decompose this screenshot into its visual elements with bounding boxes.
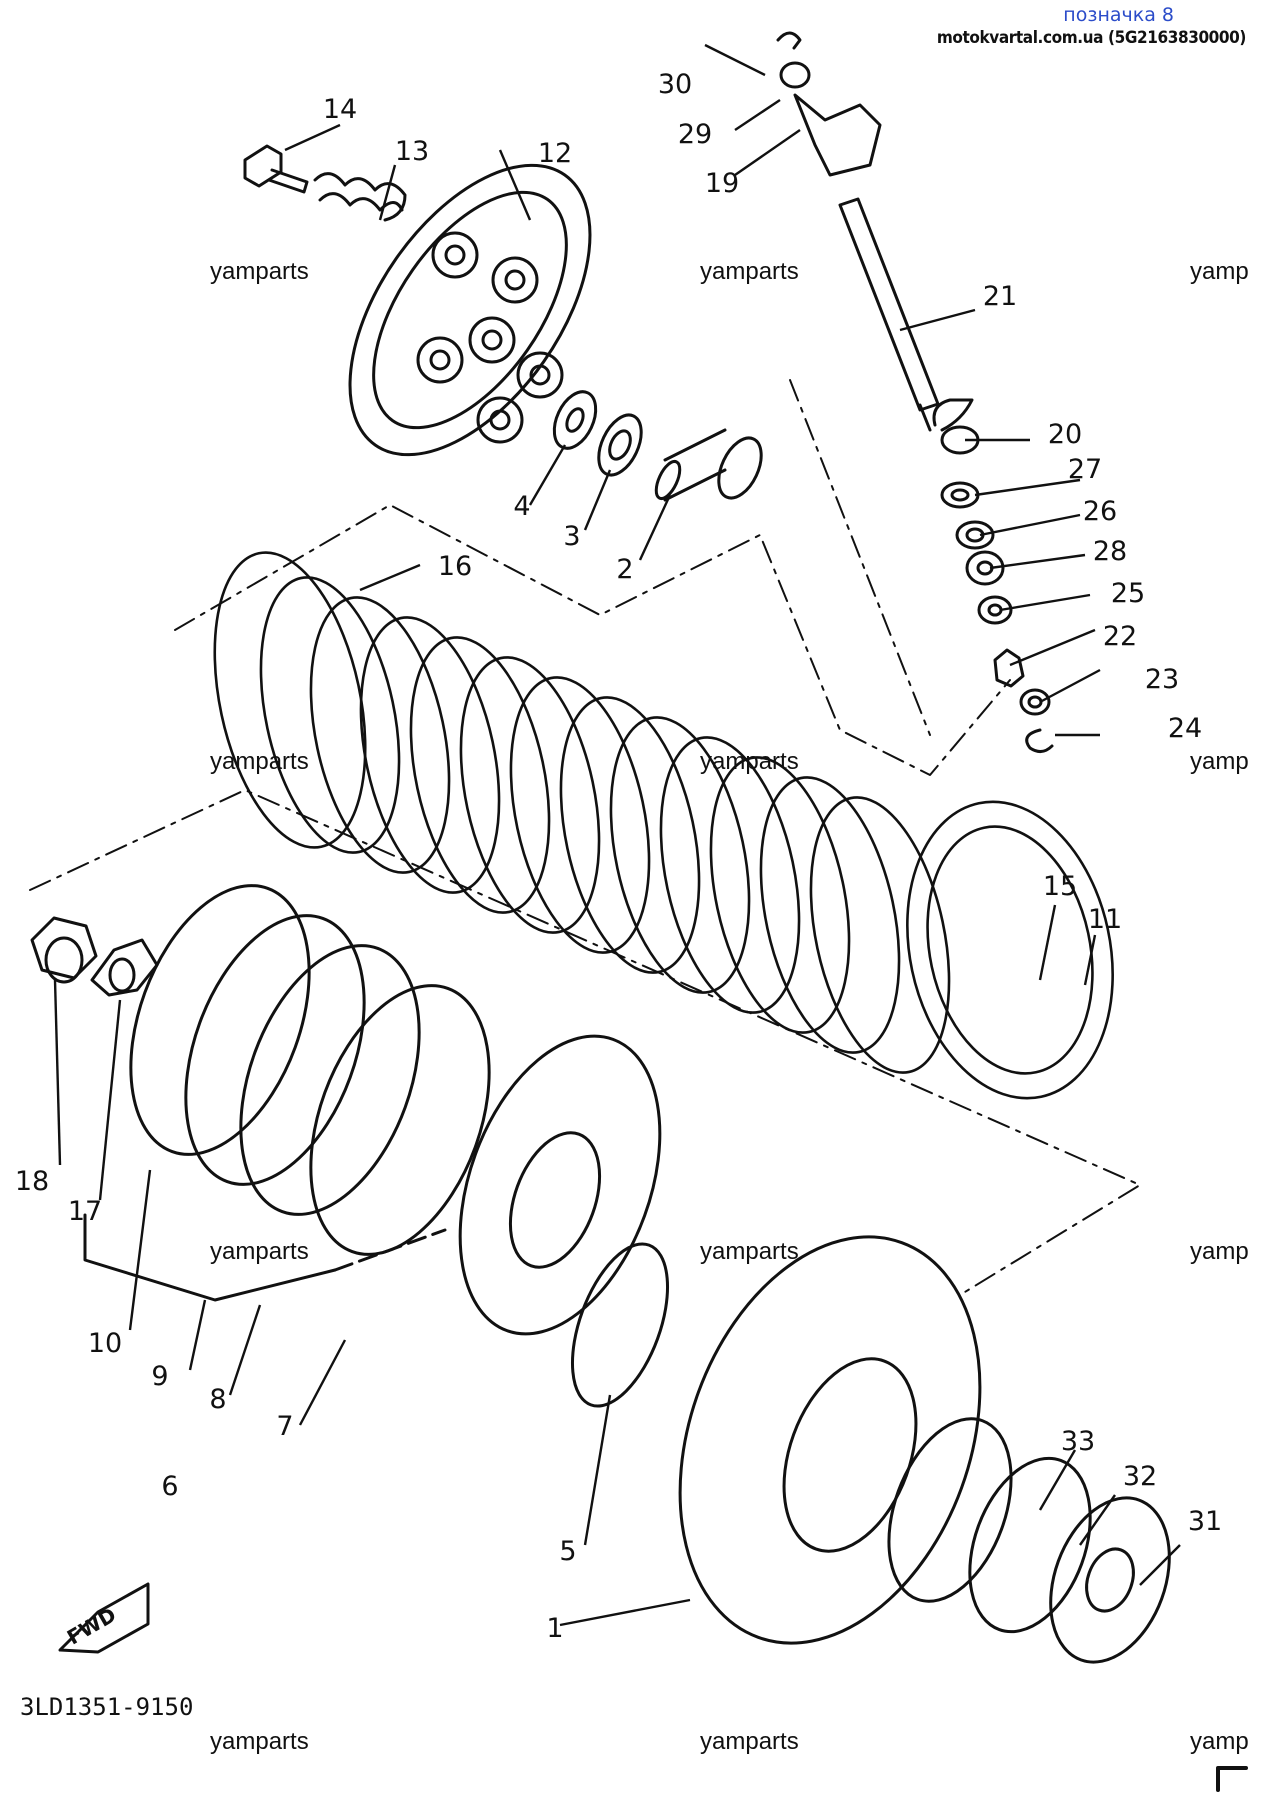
callout-23: 23 [1145, 664, 1179, 695]
callout-7: 7 [276, 1411, 293, 1442]
callout-27: 27 [1068, 454, 1102, 485]
watermark: yamparts [210, 1728, 309, 1755]
reference-code: 3LD1351-9150 [20, 1693, 194, 1721]
watermark: yamparts [210, 1238, 309, 1265]
watermark: yamparts [700, 258, 799, 285]
watermark: yamp [1190, 258, 1249, 285]
watermark: yamp [1190, 1238, 1249, 1265]
watermark: yamparts [210, 258, 309, 285]
watermark: yamparts [210, 748, 309, 775]
callout-9: 9 [151, 1361, 168, 1392]
callout-6: 6 [161, 1471, 178, 1502]
watermark: yamparts [700, 1728, 799, 1755]
callout-31: 31 [1188, 1506, 1222, 1537]
push-lever-shaft [776, 31, 940, 432]
callout-2: 2 [616, 554, 633, 585]
callout-4: 4 [513, 491, 530, 522]
callout-20: 20 [1048, 419, 1082, 450]
pressure-plate [348, 163, 592, 457]
callout-18: 18 [15, 1166, 49, 1197]
watermark: yamparts [700, 748, 799, 775]
callout-1: 1 [546, 1613, 563, 1644]
callout-12: 12 [538, 138, 572, 169]
callout-32: 32 [1123, 1461, 1157, 1492]
watermark: yamp [1190, 748, 1249, 775]
callout-26: 26 [1083, 496, 1117, 527]
callout-24: 24 [1168, 713, 1202, 744]
source-site: motokvartal.com.ua (5G2163830000) [936, 28, 1247, 48]
callout-8: 8 [209, 1384, 226, 1415]
friction-plate-stack [213, 551, 1114, 1100]
callout-11: 11 [1088, 904, 1122, 935]
callout-33: 33 [1061, 1426, 1095, 1457]
callout-30: 30 [658, 69, 692, 100]
shaft-small-parts [932, 398, 1054, 753]
watermark: yamparts [700, 1238, 799, 1265]
callout-17: 17 [68, 1196, 102, 1227]
callout-10: 10 [88, 1328, 122, 1359]
callout-29: 29 [678, 119, 712, 150]
callout-13: 13 [395, 136, 429, 167]
callout-19: 19 [705, 168, 739, 199]
bolt-and-spring [243, 144, 407, 222]
callout-25: 25 [1111, 578, 1145, 609]
diagram-tag: позначка 8 [1063, 4, 1174, 26]
callout-16: 16 [438, 551, 472, 582]
callout-5: 5 [559, 1536, 576, 1567]
callout-14: 14 [323, 94, 357, 125]
callout-21: 21 [983, 281, 1017, 312]
fwd-label: FWD [63, 1602, 120, 1649]
watermark: yamp [1190, 1728, 1249, 1755]
callout-15: 15 [1043, 871, 1077, 902]
callout-3: 3 [563, 521, 580, 552]
callout-22: 22 [1103, 621, 1137, 652]
callout-28: 28 [1093, 536, 1127, 567]
